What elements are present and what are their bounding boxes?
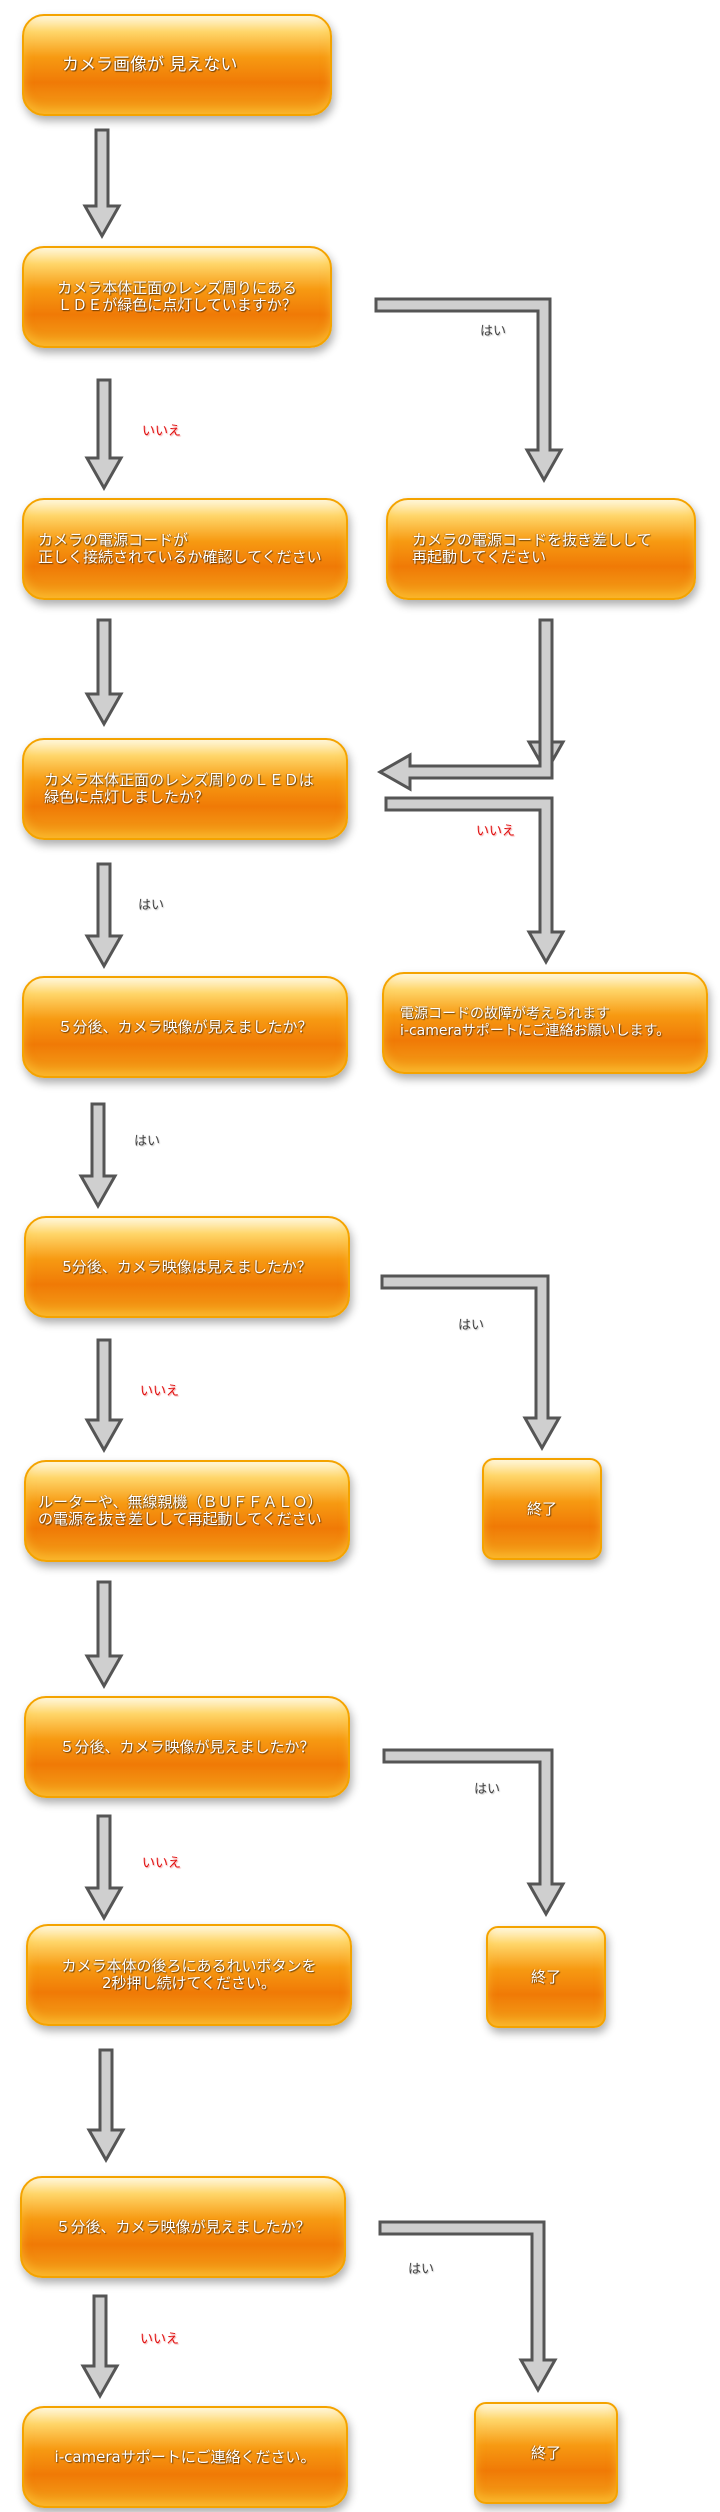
down-arrow: [84, 378, 124, 492]
step-camera-image-not-visible: カメラ画像が 見えない: [22, 14, 332, 116]
down-arrow: [84, 862, 124, 970]
down-arrow: [84, 618, 124, 728]
question-video-visible-2: 5分後、カメラ映像は見えましたか？: [24, 1216, 350, 1318]
down-arrow: [78, 1102, 118, 1210]
down-arrow: [82, 128, 122, 240]
elbow-arrow: [378, 2220, 558, 2394]
label-yes: はい: [458, 1318, 485, 1333]
step-press-reset-button: カメラ本体の後ろにあるれいボタンを 2秒押し続けてください。: [26, 1924, 352, 2026]
step-power-cord-failure: 電源コードの故障が考えられます i-cameraサポートにご連絡お願いします。: [382, 972, 708, 1074]
question-video-visible-1: ５分後、カメラ映像が見えましたか？: [22, 976, 348, 1078]
label-no: いいえ: [140, 1384, 180, 1399]
end-box-2: 終了: [486, 1926, 606, 2028]
elbow-arrow: [384, 796, 566, 966]
elbow-arrow: [380, 1274, 562, 1452]
end-box-3: 終了: [474, 2402, 618, 2504]
label-no: いいえ: [142, 424, 182, 439]
down-arrow: [80, 2294, 120, 2400]
elbow-arrow: [382, 1748, 566, 1918]
step-contact-support: i-cameraサポートにご連絡ください。: [22, 2406, 348, 2508]
label-yes: はい: [138, 898, 165, 913]
question-video-visible-4: ５分後、カメラ映像が見えましたか？: [20, 2176, 346, 2278]
label-no: いいえ: [476, 824, 516, 839]
step-replug-power-cord: カメラの電源コードを抜き差しして 再起動してください: [386, 498, 696, 600]
label-no: いいえ: [140, 2332, 180, 2347]
down-arrow: [84, 1580, 124, 1690]
elbow-arrow: [376, 618, 554, 792]
label-yes: はい: [408, 2262, 435, 2277]
label-yes: はい: [480, 324, 507, 339]
label-yes: はい: [134, 1134, 161, 1149]
down-arrow: [86, 2048, 126, 2164]
question-video-visible-3: ５分後、カメラ映像が見えましたか？: [24, 1696, 350, 1798]
label-no: いいえ: [142, 1856, 182, 1871]
step-check-power-cord: カメラの電源コードが 正しく接続されているか確認してください: [22, 498, 348, 600]
down-arrow: [84, 1814, 124, 1922]
question-led-lit-after-check: カメラ本体正面のレンズ周りのＬＥＤは 緑色に点灯しましたか？: [22, 738, 348, 840]
end-box-1: 終了: [482, 1458, 602, 1560]
label-yes: はい: [474, 1782, 501, 1797]
elbow-arrow: [374, 297, 564, 484]
question-led-green: カメラ本体正面のレンズ周りにある ＬＤＥが緑色に点灯していますか？: [22, 246, 332, 348]
step-restart-router: ルーターや、無線親機（ＢＵＦＦＡＬＯ） の電源を抜き差しして再起動してください: [24, 1460, 350, 1562]
down-arrow: [84, 1338, 124, 1454]
